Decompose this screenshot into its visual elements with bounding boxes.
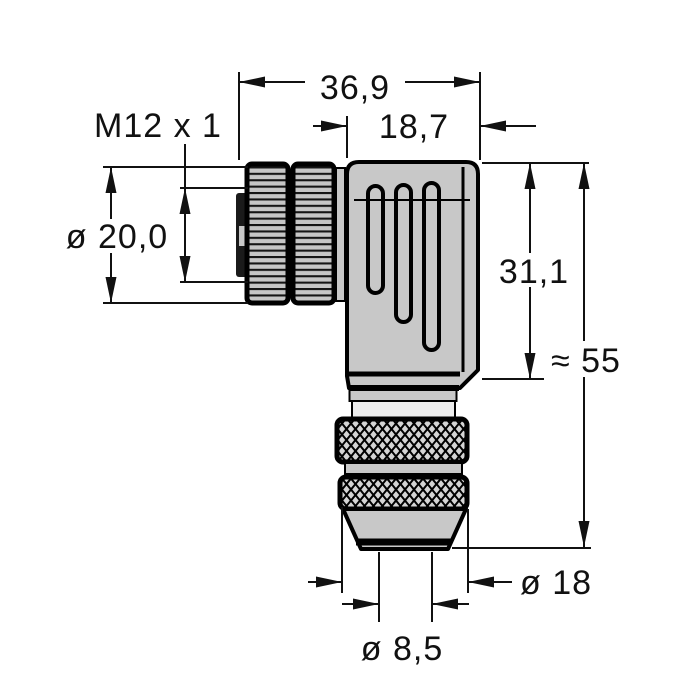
- thread-label: M12 x 1: [94, 107, 222, 145]
- housing-slot-3: [422, 181, 441, 352]
- dim-thread: M12 x 1: [94, 107, 248, 283]
- dim-label-body-height: 31,1: [499, 253, 569, 291]
- neck-band-upper: [348, 389, 458, 402]
- dim-cable-diameter: ø 8,5: [342, 552, 469, 668]
- housing-slot-2: [394, 183, 413, 324]
- label-mask: [60, 219, 174, 253]
- dim-label-total-width: 36,9: [320, 69, 390, 107]
- housing-slot-1: [366, 184, 385, 295]
- gland-knurl-upper: [334, 416, 470, 465]
- coupling-nut-ring-rear: [290, 161, 337, 306]
- coupling-nut-ring-front: [244, 161, 291, 306]
- dim-total-height: ≈ 55: [452, 163, 632, 549]
- gland-mid-band: [344, 462, 463, 475]
- connector-illustration: [236, 160, 480, 551]
- washer: [335, 167, 346, 302]
- dim-label-body-width: 18,7: [379, 108, 449, 146]
- dim-nut-diameter: ø 20,0: [60, 166, 248, 304]
- label-mask: [540, 341, 632, 377]
- label-mask: [496, 253, 574, 287]
- dim-total-width: 36,9: [238, 69, 481, 160]
- dim-label-total-height: ≈ 55: [551, 342, 621, 380]
- dim-body-height: 31,1: [482, 162, 589, 380]
- mating-face-notch: [239, 226, 248, 246]
- dim-label-gland-diameter: ø 18: [520, 564, 592, 602]
- dim-gland-diameter: ø 18: [308, 507, 592, 602]
- dim-body-width: 18,7: [313, 108, 536, 158]
- gland-knurl-lower: [337, 474, 470, 512]
- dim-label-nut-diameter: ø 20,0: [66, 218, 168, 256]
- dim-label-cable-diameter: ø 8,5: [361, 630, 443, 668]
